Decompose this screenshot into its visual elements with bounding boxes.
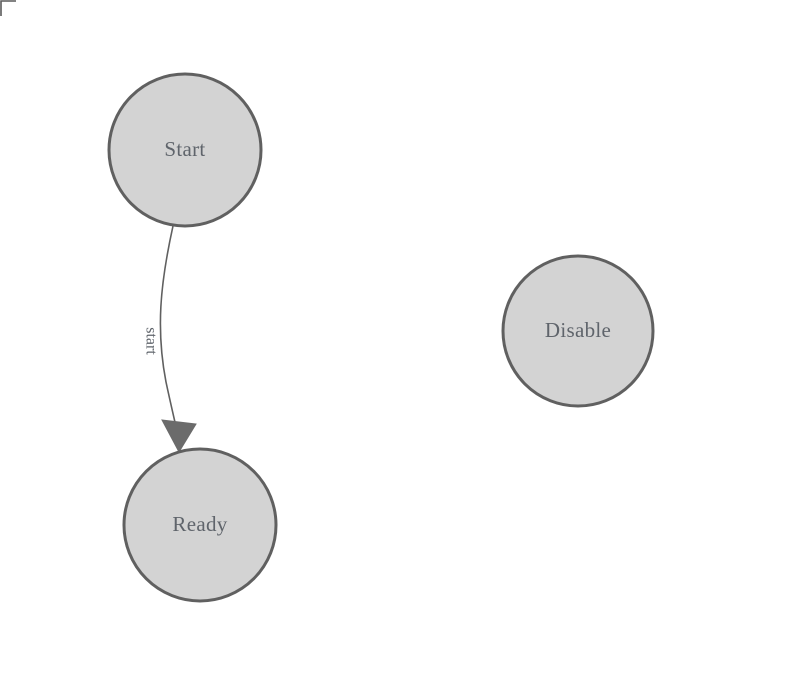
node-disable[interactable]: Disable xyxy=(501,254,655,408)
selection-corner-bracket-icon xyxy=(0,0,16,16)
node-disable-label: Disable xyxy=(545,318,611,342)
edge-arrowhead-icon xyxy=(161,419,197,454)
node-disable-shape[interactable] xyxy=(501,254,655,408)
node-start[interactable]: Start xyxy=(107,72,263,228)
node-ready-label: Ready xyxy=(172,512,227,536)
node-start-shape[interactable] xyxy=(107,72,263,228)
edge-start-to-ready[interactable]: start xyxy=(142,225,197,454)
node-start-label: Start xyxy=(164,137,205,161)
edge-label-start: start xyxy=(142,327,159,355)
edge-label-group: start xyxy=(142,327,159,355)
node-ready-shape[interactable] xyxy=(122,447,278,603)
edge-line[interactable] xyxy=(159,225,179,437)
corner-bracket-path xyxy=(0,0,16,16)
node-ready[interactable]: Ready xyxy=(122,447,278,603)
